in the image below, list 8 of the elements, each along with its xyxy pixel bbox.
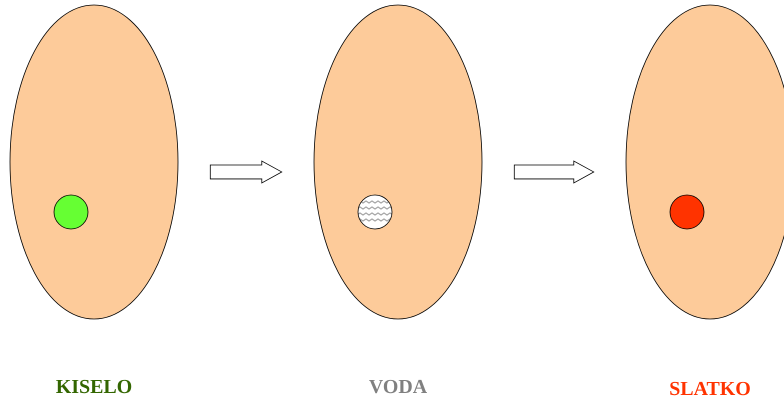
ellipse-label: KISELO — [56, 380, 132, 394]
block-arrow — [210, 160, 283, 184]
block-arrow — [514, 160, 595, 184]
ellipse-label: SLATKO — [670, 382, 750, 396]
dot — [54, 194, 88, 230]
dot — [358, 194, 392, 230]
dot — [670, 194, 704, 230]
ellipse-label: VODA — [369, 380, 427, 394]
